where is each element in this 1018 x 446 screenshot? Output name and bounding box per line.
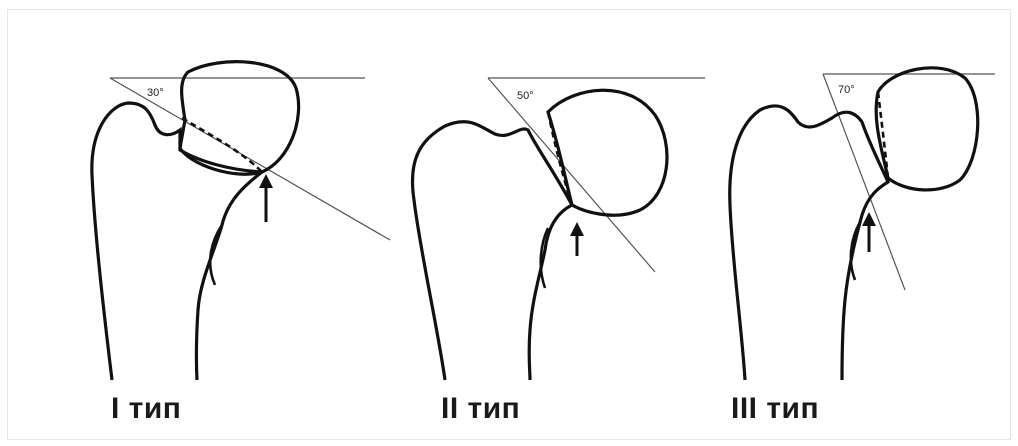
fracture-angle-line xyxy=(110,78,390,240)
panel-label-type-2: II тип xyxy=(441,392,520,426)
fracture-angle-line xyxy=(488,78,655,272)
panel-type-2: 50° xyxy=(412,78,705,380)
arrow-head xyxy=(259,174,273,188)
arrow-head xyxy=(570,222,584,236)
arrow-head xyxy=(862,212,876,226)
femoral-head xyxy=(876,68,978,190)
panel-label-type-1: I тип xyxy=(111,392,181,426)
femur-outline xyxy=(92,103,262,380)
panel-label-type-3: III тип xyxy=(731,392,819,426)
panel-type-1: 30° xyxy=(92,62,390,380)
fracture-line xyxy=(182,118,262,172)
femur-outline xyxy=(730,106,888,380)
femur-outline xyxy=(412,122,572,380)
angle-label: 50° xyxy=(517,90,534,102)
angle-label: 70° xyxy=(838,84,855,96)
panel-type-3: 70° xyxy=(730,68,995,380)
angle-label: 30° xyxy=(147,87,164,99)
